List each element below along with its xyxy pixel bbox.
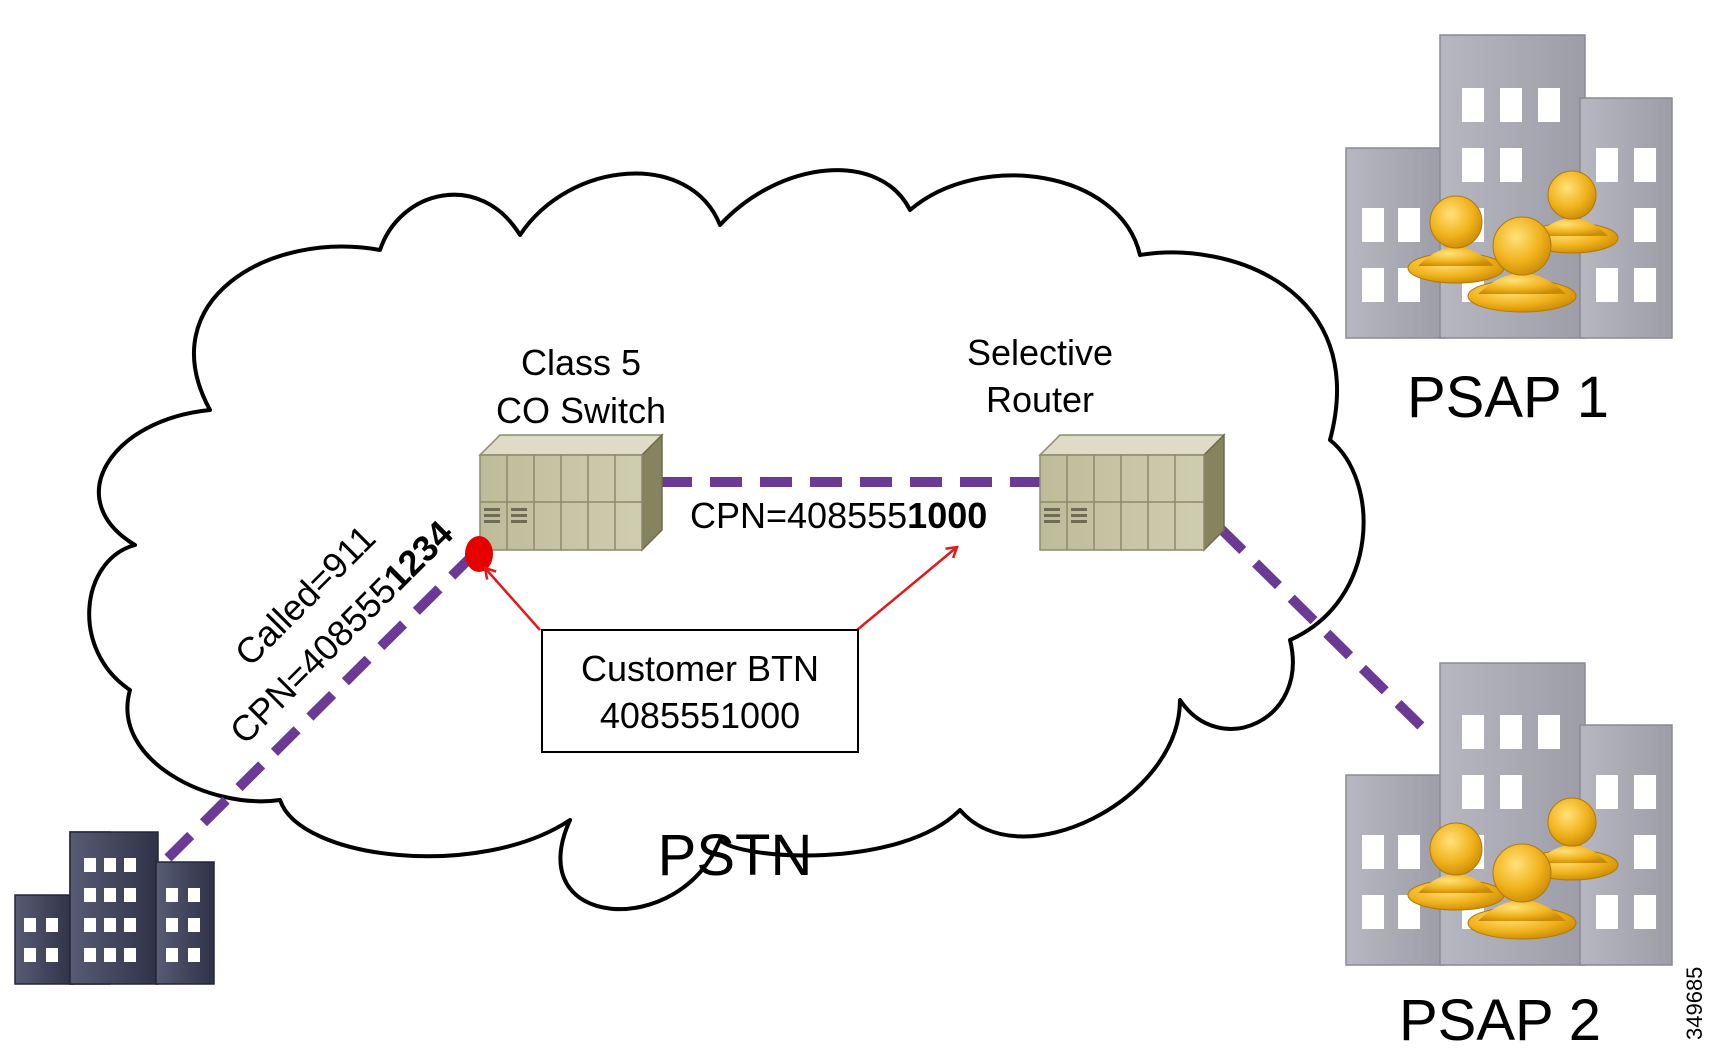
path-caller-to-switch xyxy=(164,554,474,862)
psap2-operators-icon xyxy=(1407,797,1619,940)
enterprise-building-icon xyxy=(14,831,215,985)
psap2-label: PSAP 2 xyxy=(1399,988,1601,1053)
call-path xyxy=(164,477,1434,862)
customer-btn-box xyxy=(541,629,859,753)
selective-router-label-line2: Router xyxy=(986,379,1094,420)
selective-router-icon xyxy=(1038,433,1226,552)
psap1-building-icon xyxy=(1345,34,1673,339)
psap1-operators-icon xyxy=(1407,170,1619,313)
psap1-label: PSAP 1 xyxy=(1407,365,1609,430)
switch-router-cpn-suffix: 1000 xyxy=(907,495,987,536)
pstn-label: PSTN xyxy=(658,823,813,888)
figure-id: 349685 xyxy=(1682,967,1707,1040)
co-switch-label-line2: CO Switch xyxy=(496,390,666,431)
co-switch-label-line1: Class 5 xyxy=(521,342,641,383)
pstn-cloud xyxy=(87,168,1366,912)
btn-annotation-arrows xyxy=(485,547,957,631)
customer-btn-label: Customer BTN xyxy=(581,648,819,689)
psap2-building-icon xyxy=(1345,662,1673,966)
arrow-to-switch xyxy=(485,568,541,631)
co-switch-icon xyxy=(478,433,664,552)
selective-router-label-line1: Selective xyxy=(967,332,1113,373)
call-origin-point xyxy=(465,536,493,572)
customer-btn-number: 4085551000 xyxy=(600,695,800,736)
arrow-to-router xyxy=(856,547,957,631)
switch-router-cpn-label: CPN=4085551000 xyxy=(690,495,987,536)
switch-router-cpn-prefix: CPN=408555 xyxy=(690,495,907,536)
